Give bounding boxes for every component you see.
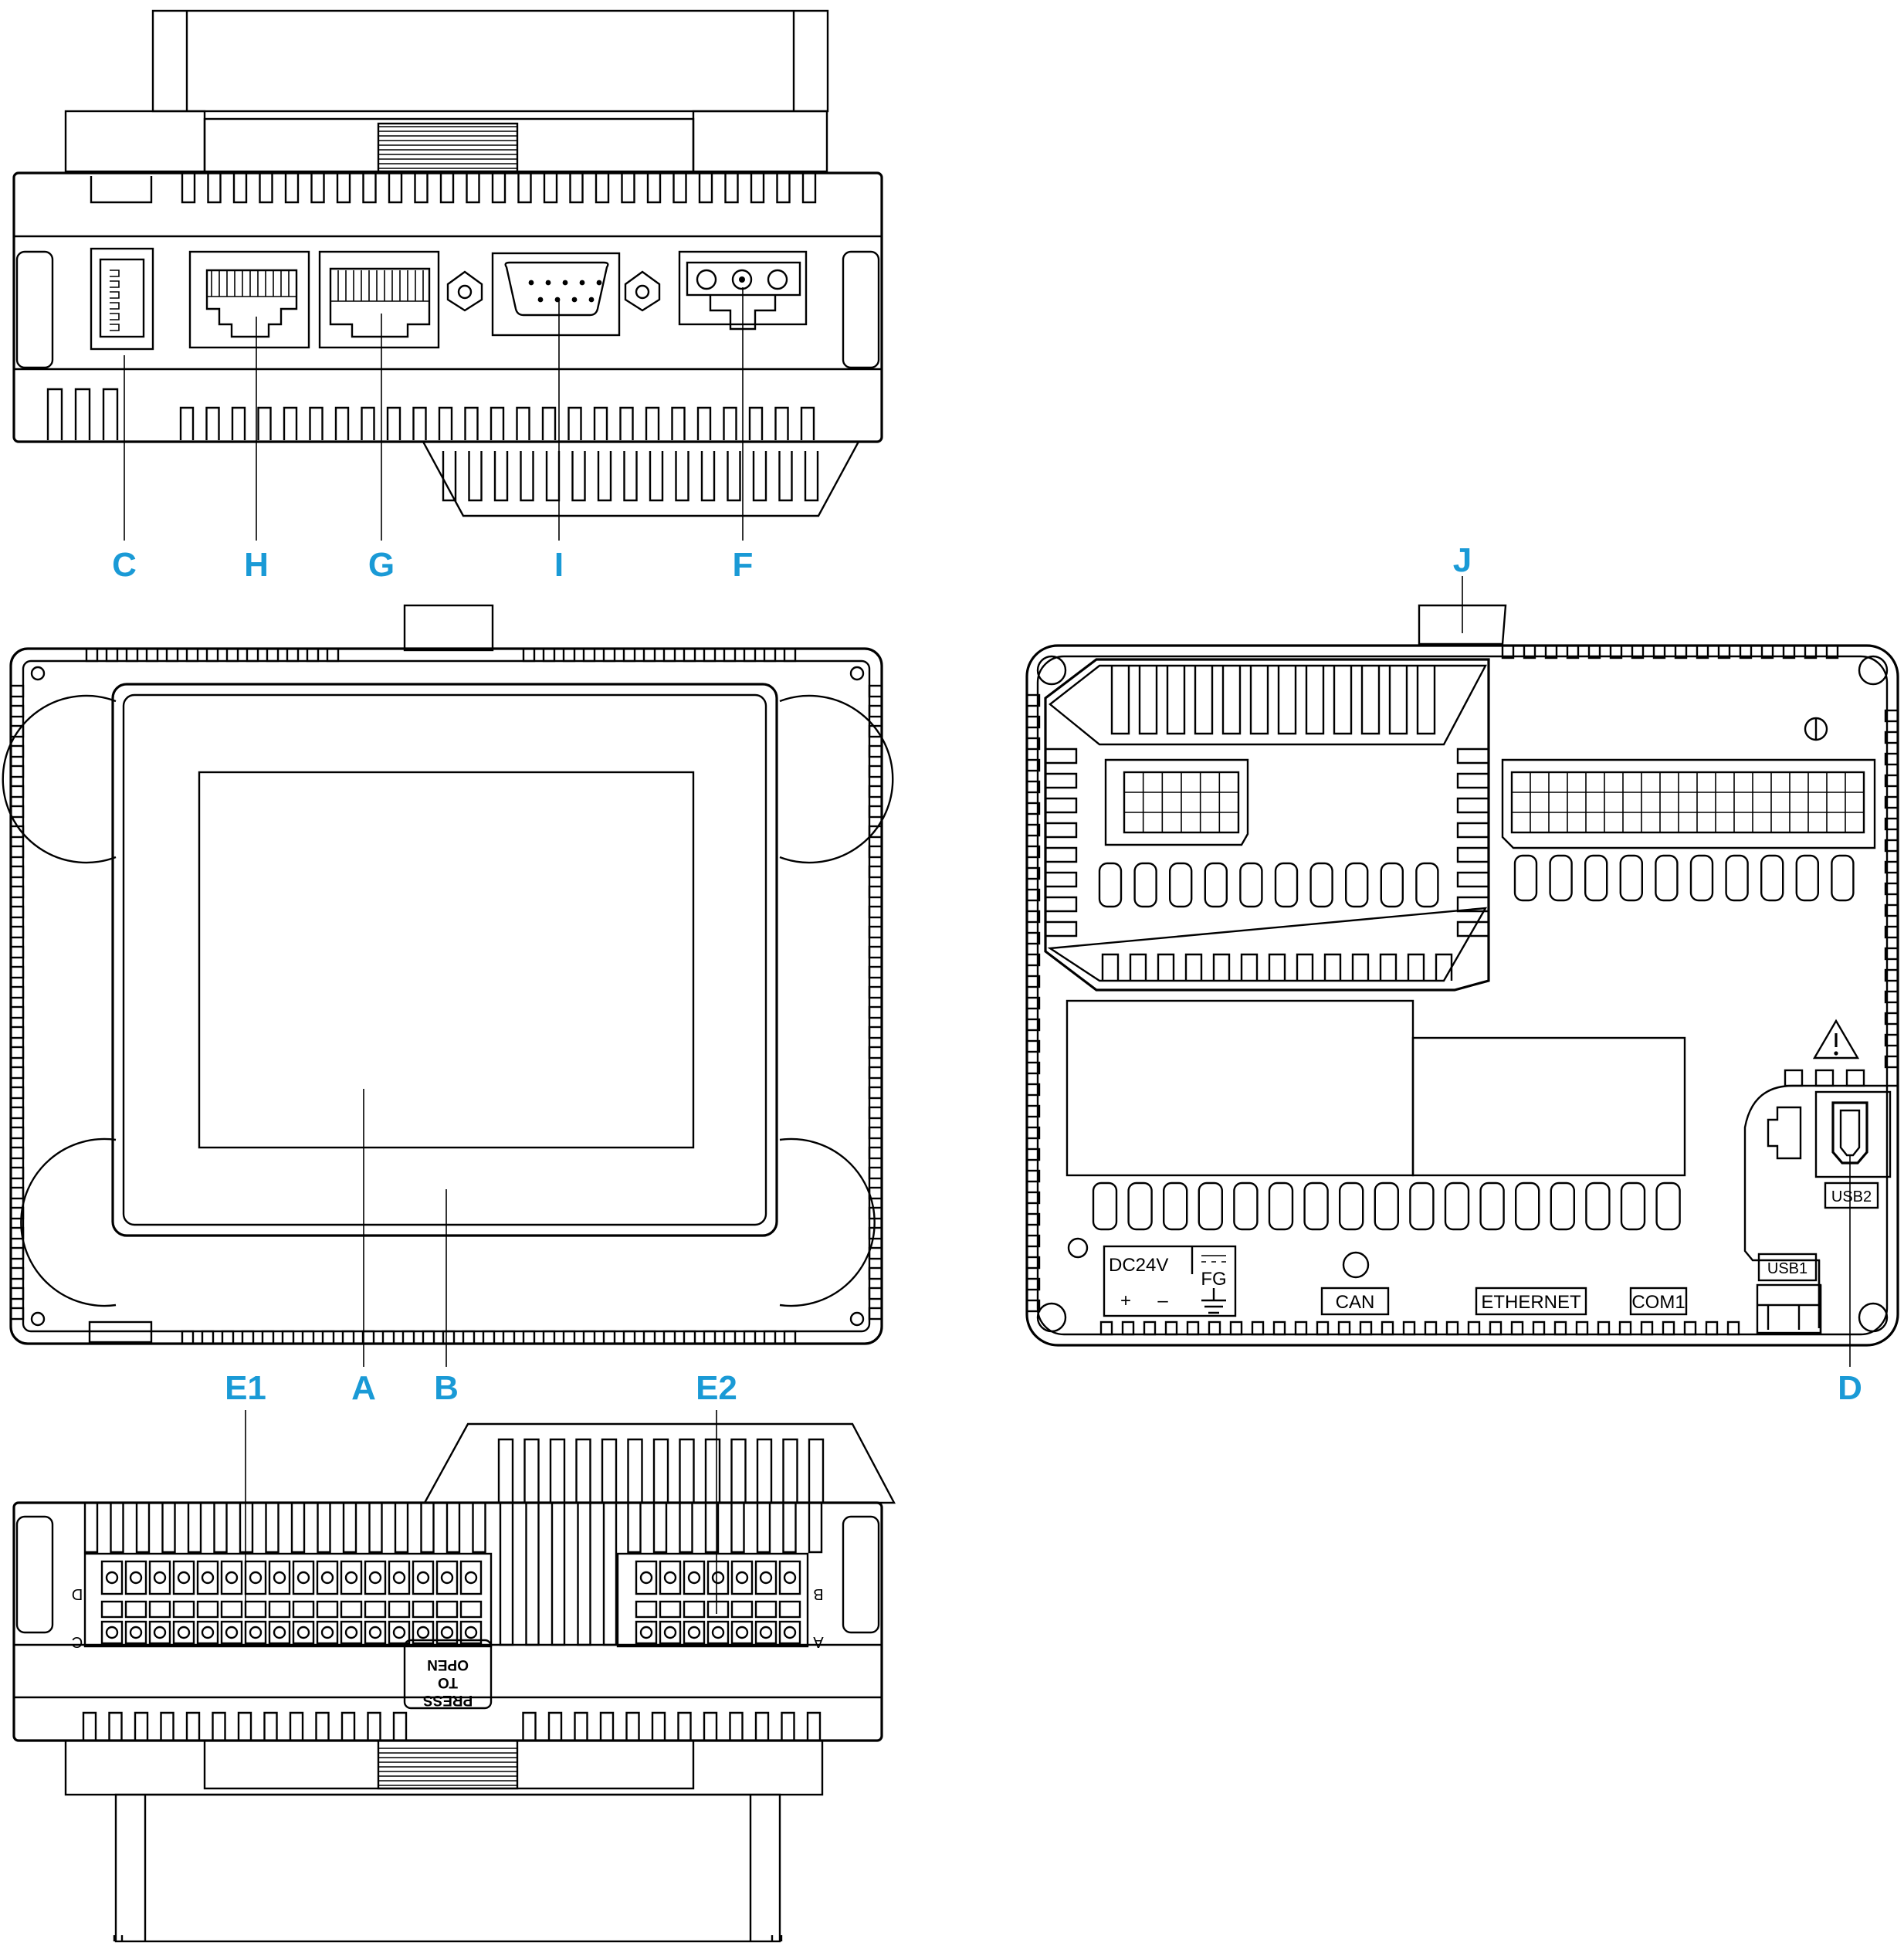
callout-b: B xyxy=(434,1369,459,1407)
callout-labels: C H G I F J A B E1 E2 D xyxy=(112,541,1862,1407)
top-lower-fins xyxy=(46,388,819,502)
callout-e1: E1 xyxy=(225,1369,266,1407)
callout-f: F xyxy=(733,546,754,584)
callout-h: H xyxy=(244,546,269,584)
terminal-block-e2[interactable] xyxy=(616,1552,809,1648)
front-edge-notches xyxy=(9,647,883,1345)
usb2-port[interactable] xyxy=(1814,1090,1892,1178)
svg-text:D: D xyxy=(72,1585,83,1602)
front-view xyxy=(2,604,894,1345)
svg-text:PRESS: PRESS xyxy=(423,1692,473,1708)
svg-text:USB2: USB2 xyxy=(1831,1188,1872,1205)
svg-text:B: B xyxy=(813,1585,823,1602)
top-hinge-hatch xyxy=(377,122,519,173)
callout-g: G xyxy=(368,546,395,584)
svg-text:COM1: COM1 xyxy=(1631,1292,1685,1313)
callout-c: C xyxy=(112,546,137,584)
callout-leaders xyxy=(124,287,1851,1614)
svg-text:–: – xyxy=(1157,1290,1168,1311)
top-view xyxy=(12,9,883,517)
svg-text:DC24V: DC24V xyxy=(1109,1255,1168,1276)
svg-text:C: C xyxy=(72,1633,83,1650)
svg-text:OPEN: OPEN xyxy=(427,1656,469,1673)
rear-expansion-connector xyxy=(1501,758,1876,902)
ethernet-port-g[interactable] xyxy=(318,250,440,349)
ethernet-port-h[interactable] xyxy=(188,250,310,349)
svg-text:FG: FG xyxy=(1201,1269,1226,1290)
svg-text:+: + xyxy=(1120,1290,1131,1311)
can-port-label: CAN xyxy=(1320,1287,1390,1316)
warning-icon xyxy=(1812,1019,1860,1059)
callout-d: D xyxy=(1838,1369,1862,1407)
callout-j: J xyxy=(1453,541,1472,579)
display-bezel xyxy=(111,683,778,1237)
svg-text:CAN: CAN xyxy=(1336,1292,1375,1313)
rear-io-module xyxy=(1044,658,1490,992)
rear-edge-notches xyxy=(1025,644,1899,1336)
press-to-open-label: PRESS TO OPEN xyxy=(403,1639,493,1710)
ethernet-port-label: ETHERNET xyxy=(1475,1287,1587,1316)
svg-text:USB1: USB1 xyxy=(1767,1260,1807,1277)
callout-e2: E2 xyxy=(696,1369,737,1407)
svg-text:ETHERNET: ETHERNET xyxy=(1481,1292,1581,1313)
serial-port-i[interactable] xyxy=(446,252,661,337)
svg-text:A: A xyxy=(813,1633,824,1650)
rear-view: USB2 USB1 DC24V + – FG CAN ETHERNET xyxy=(1025,604,1899,1347)
usb-port-c[interactable] xyxy=(90,247,154,351)
callout-i: I xyxy=(554,546,564,584)
power-label: DC24V + – FG xyxy=(1103,1245,1237,1317)
bottom-view: PRESS TO OPEN D C B A xyxy=(12,1422,896,1943)
svg-text:TO: TO xyxy=(438,1674,458,1690)
usb1-port[interactable] xyxy=(1756,1283,1822,1334)
com1-port-label: COM1 xyxy=(1629,1287,1688,1316)
touch-screen[interactable] xyxy=(198,771,695,1149)
terminal-block-e1[interactable] xyxy=(83,1552,493,1648)
callout-a: A xyxy=(351,1369,376,1407)
top-cooling-fins xyxy=(90,173,817,204)
